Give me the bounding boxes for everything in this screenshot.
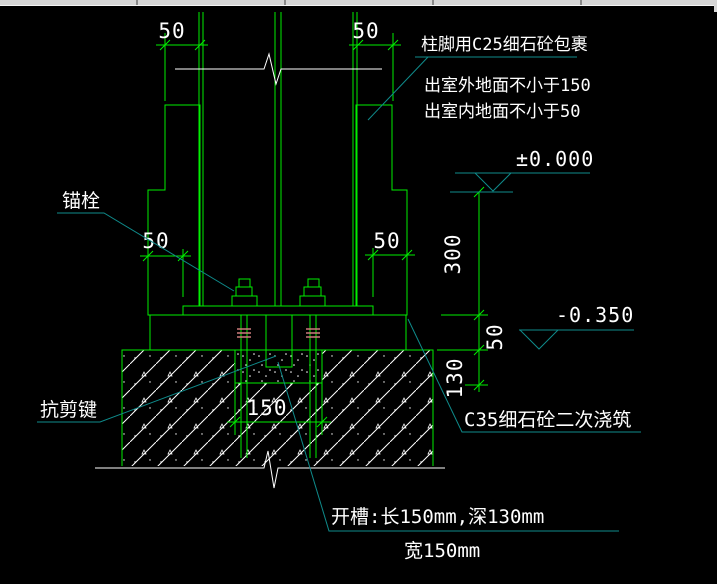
dim-text: 50 xyxy=(373,229,400,253)
dim-slot-width: 150 xyxy=(227,396,331,428)
dim-wrap-top-left: 50 xyxy=(156,19,208,101)
label-secondary-pour: C35细石砼二次浇筑 xyxy=(407,318,641,433)
steel-column xyxy=(198,12,358,306)
dim-text: 150 xyxy=(247,396,288,420)
dim-text: 50 xyxy=(158,19,185,43)
top-edge-tick xyxy=(432,0,434,5)
dim-chain-vertical: 300 50 130 xyxy=(437,186,507,399)
note-line2: 宽150mm xyxy=(404,540,480,562)
note-line1: 柱脚用C25细石砼包裹 xyxy=(421,35,588,55)
level-marker-minus-0350: -0.350 xyxy=(518,303,634,350)
note-line1: 开槽:长150mm,深130mm xyxy=(331,506,544,528)
dim-wrap-top-right: 50 xyxy=(349,19,401,101)
label-shear-key: 抗剪键 xyxy=(37,355,277,423)
label-text: 锚栓 xyxy=(62,190,100,212)
column-wrap-left xyxy=(147,104,201,316)
label-text: C35细石砼二次浇筑 xyxy=(464,409,631,431)
ground-break-line xyxy=(95,450,445,489)
note-slot: 开槽:长150mm,深130mm 宽150mm xyxy=(277,361,619,562)
base-plate xyxy=(182,305,374,316)
note-line3: 出室内地面不小于50 xyxy=(424,102,580,122)
label-anchor-bolt: 锚栓 xyxy=(57,190,235,292)
foundation-block xyxy=(121,349,434,466)
column-break-line xyxy=(175,52,382,86)
anchor-bolt-left xyxy=(231,278,258,458)
top-edge-tick xyxy=(284,0,286,5)
dim-text-300: 300 xyxy=(441,234,465,275)
note-column-wrap: 柱脚用C25细石砼包裹 出室外地面不小于150 出室内地面不小于50 xyxy=(367,35,591,122)
top-edge-tick xyxy=(136,0,138,5)
anchor-bolt-right xyxy=(299,278,326,458)
level-text: ±0.000 xyxy=(516,147,594,171)
dim-text-130: 130 xyxy=(443,358,467,399)
dim-wrap-mid-right: 50 xyxy=(365,229,415,297)
top-edge-tick xyxy=(580,0,582,5)
label-text: 抗剪键 xyxy=(40,399,97,421)
window-right-edge xyxy=(714,0,717,12)
grout-layer xyxy=(149,314,407,351)
note-line2: 出室外地面不小于150 xyxy=(424,76,591,96)
column-wrap-right xyxy=(355,104,408,316)
level-text: -0.350 xyxy=(556,303,634,327)
window-top-edge xyxy=(0,0,717,6)
dim-wrap-mid-left: 50 xyxy=(140,229,191,297)
foundation-slot xyxy=(234,350,323,435)
dim-text: 50 xyxy=(352,19,379,43)
dim-text-50: 50 xyxy=(483,323,507,350)
level-marker-zero: ±0.000 xyxy=(450,147,594,193)
